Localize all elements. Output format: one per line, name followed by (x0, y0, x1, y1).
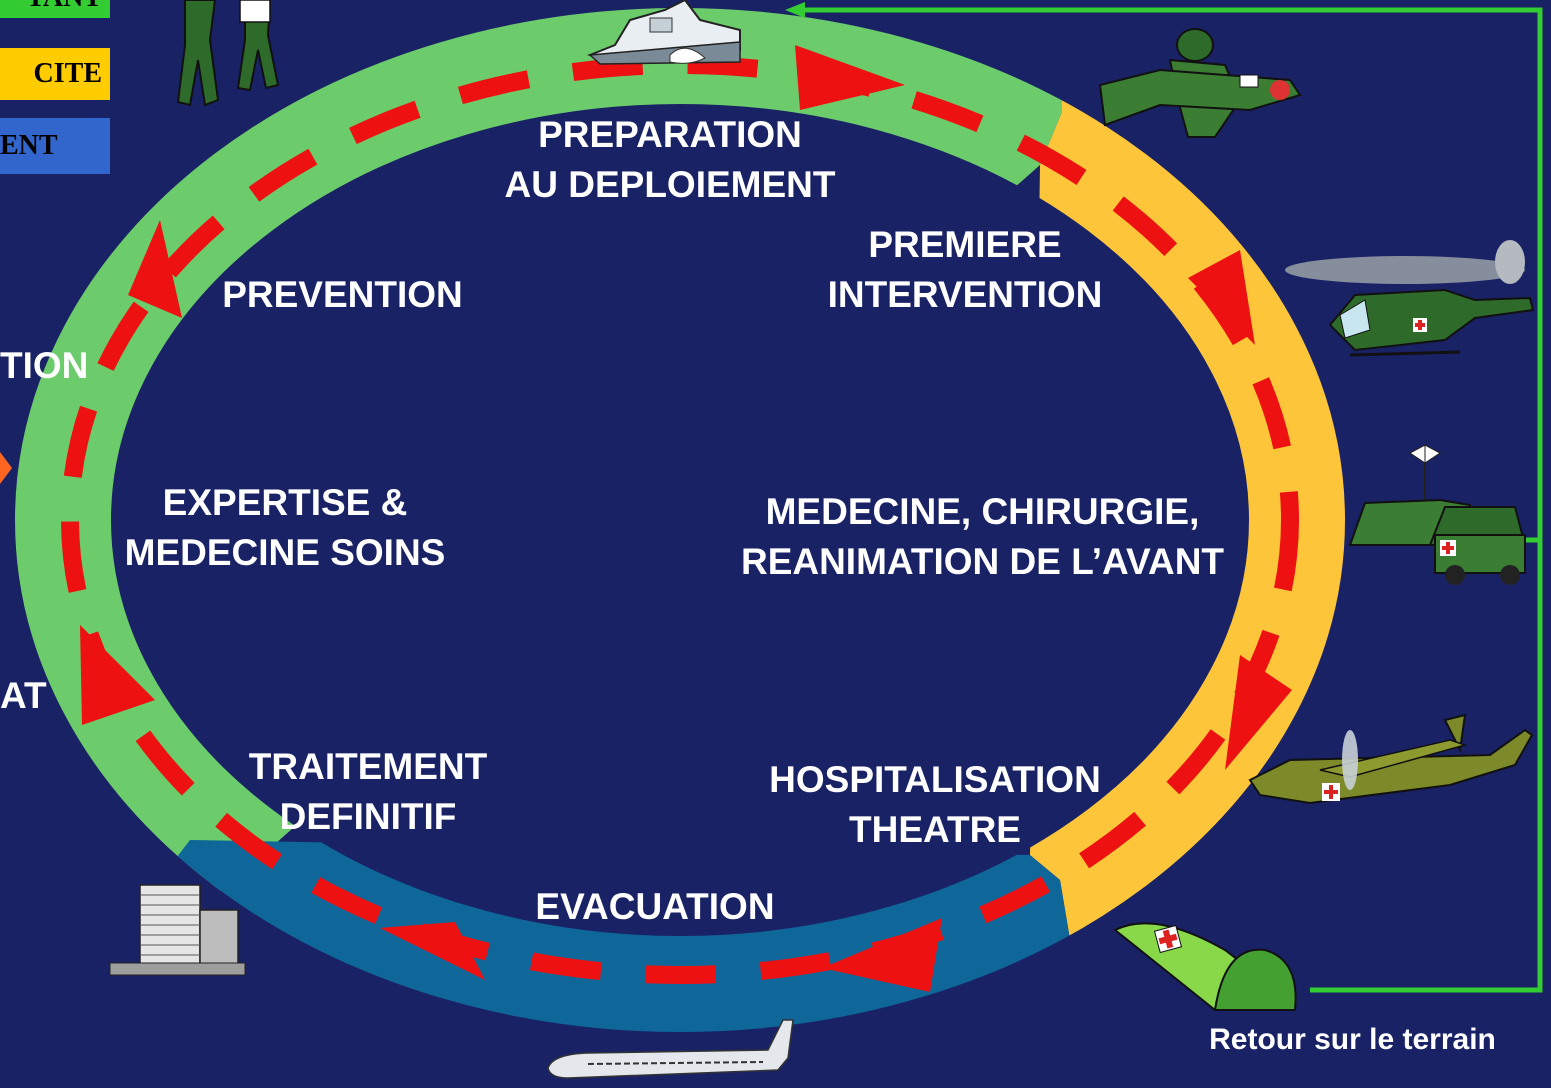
legend-green-label: TANT (26, 0, 102, 13)
label-hospitalisation-line2: THEATRE (849, 809, 1021, 850)
label-expertise: EXPERTISE & MEDECINE SOINS (90, 478, 480, 578)
label-traitement-line2: DEFINITIF (279, 796, 457, 837)
field-hospital-tents-icon (1348, 444, 1527, 585)
label-expertise-line1: EXPERTISE & (162, 482, 408, 523)
cycle-path-dashed (61, 56, 1299, 984)
legend-yellow-item: CITE (0, 48, 110, 100)
label-premiere-line1: PREMIERE (868, 224, 1062, 265)
soldier-carrying-wounded-icon (1098, 28, 1302, 138)
legend-yellow-label: CITE (33, 58, 102, 89)
label-premiere-intervention: PREMIERE INTERVENTION (790, 220, 1140, 320)
legend-green-item: TANT (0, 0, 110, 18)
arrowhead-bottom-left (380, 922, 485, 980)
label-prevention: PREVENTION (222, 274, 463, 315)
medical-shelter-icon (1113, 922, 1297, 1012)
label-hospitalisation: HOSPITALISATION THEATRE (730, 755, 1140, 855)
arrowhead-right (1225, 655, 1292, 770)
label-preparation-line1: PREPARATION (538, 114, 802, 155)
orange-marker-icon (0, 452, 12, 484)
label-preparation: PREPARATION AU DEPLOIEMENT (470, 110, 870, 210)
medical-helicopter-icon (1285, 240, 1535, 357)
label-traitement-line1: TRAITEMENT (248, 746, 488, 787)
label-traitement: TRAITEMENT DEFINITIF (218, 742, 518, 842)
label-hospitalisation-line1: HOSPITALISATION (769, 759, 1101, 800)
label-preparation-line2: AU DEPLOIEMENT (504, 164, 836, 205)
arrowhead-bottom-right (822, 918, 942, 992)
label-evacuation: EVACUATION (535, 886, 775, 927)
left-cut-label-upper: TION (0, 345, 89, 386)
legend-blue-item: ENT (0, 118, 110, 174)
arrowhead-upper-right (1188, 250, 1255, 345)
arrowhead-upper-left (128, 220, 182, 318)
return-line (800, 7, 1543, 993)
soldiers-icon (176, 0, 280, 107)
cycle-arrowheads (80, 45, 1292, 992)
label-medecine: MEDECINE, CHIRURGIE, REANIMATION DE L’AV… (695, 487, 1270, 587)
arrowhead-lower-left (80, 625, 155, 725)
legend-blue-label: ENT (0, 130, 58, 161)
label-expertise-line2: MEDECINE SOINS (124, 532, 446, 573)
return-arrowhead (785, 2, 805, 18)
label-medecine-line2: REANIMATION DE L’AVANT (740, 541, 1225, 582)
left-cut-label-lower: AT (0, 675, 47, 716)
label-premiere-line2: INTERVENTION (827, 274, 1103, 315)
hospital-building-icon (109, 884, 246, 976)
warship-icon (587, 0, 741, 65)
label-medecine-line1: MEDECINE, CHIRURGIE, (765, 491, 1200, 532)
c130-aircraft-icon (1248, 713, 1534, 805)
arrowhead-top (795, 45, 905, 110)
label-retour: Retour sur le terrain (1209, 1023, 1496, 1056)
airliner-icon (547, 1019, 794, 1079)
